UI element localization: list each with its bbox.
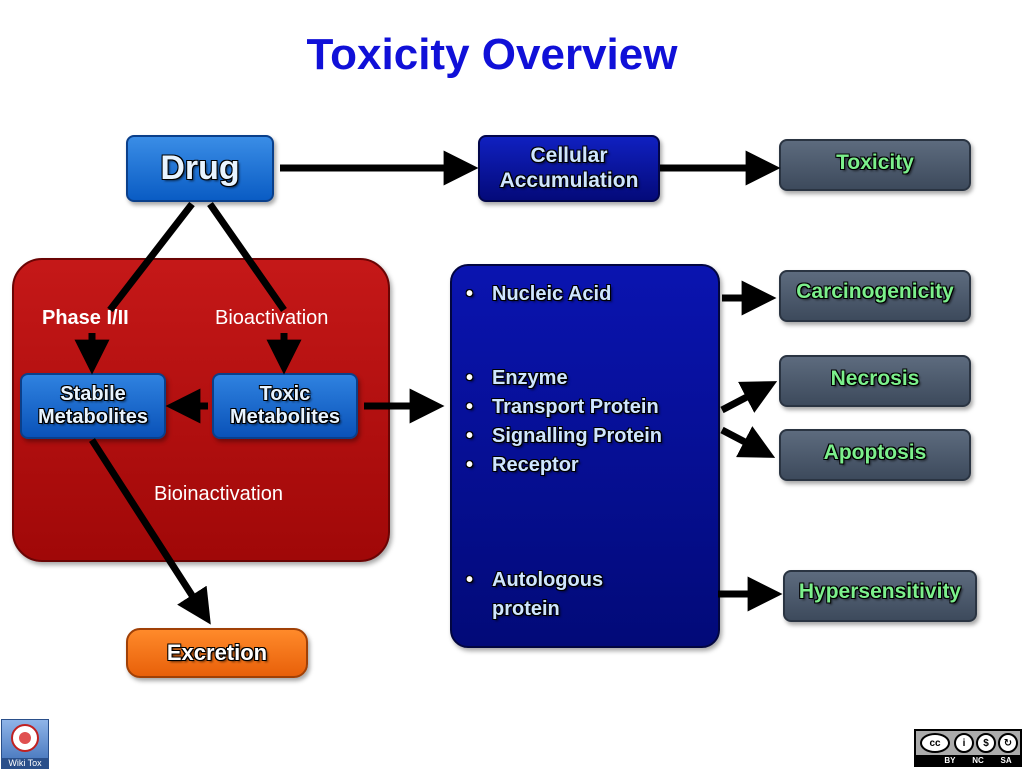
list-item: •Nucleic Acid [466, 283, 612, 305]
phase-label: Phase I/II [42, 307, 129, 329]
cc-by-label: BY [944, 755, 956, 765]
target-transport-protein: Transport Protein [492, 396, 659, 418]
wikitox-label: Wiki Tox [2, 758, 48, 768]
cc-license-badge[interactable]: cc i $ ↻ BY NC SA [914, 729, 1022, 767]
list-item: •Receptor [466, 454, 579, 476]
list-item: •Transport Protein [466, 396, 659, 418]
carcinogenicity-box[interactable]: Carcinogenicity [779, 270, 971, 322]
cc-sa-label: SA [1000, 755, 1012, 765]
bioactivation-label: Bioactivation [215, 307, 329, 329]
noncommercial-icon: $ [976, 733, 996, 753]
stabile-metabolites-box[interactable]: Stabile Metabolites [20, 373, 166, 439]
bioinactivation-label: Bioinactivation [154, 483, 283, 505]
list-item: •Autologous protein [466, 569, 604, 620]
wikitox-emblem-icon [11, 724, 39, 752]
sharealike-icon: ↻ [998, 733, 1018, 753]
cellular-accumulation-box[interactable]: Cellular Accumulation [478, 135, 660, 202]
excretion-box[interactable]: Excretion [126, 628, 308, 678]
list-item: •Signalling Protein [466, 425, 663, 447]
attribution-icon: i [954, 733, 974, 753]
list-item: •Enzyme [466, 367, 568, 389]
target-signalling-protein: Signalling Protein [492, 425, 663, 447]
necrosis-box[interactable]: Necrosis [779, 355, 971, 407]
arrow-to-apoptosis [720, 426, 776, 458]
cc-nc-label: NC [972, 755, 984, 765]
target-nucleic-acid: Nucleic Acid [492, 283, 612, 305]
targets-panel [450, 264, 720, 648]
page-title: Toxicity Overview [306, 30, 678, 79]
line-drug-to-bioactivation [207, 201, 287, 313]
hypersensitivity-box[interactable]: Hypersensitivity [783, 570, 977, 622]
arrow-to-necrosis [720, 381, 778, 414]
cc-icon: cc [920, 733, 950, 753]
toxicity-box[interactable]: Toxicity [779, 139, 971, 191]
drug-box[interactable]: Drug [126, 135, 274, 202]
apoptosis-box[interactable]: Apoptosis [779, 429, 971, 481]
target-enzyme: Enzyme [492, 367, 568, 389]
line-drug-to-phase [107, 201, 195, 313]
wikitox-logo[interactable]: Wiki Tox [1, 719, 49, 769]
target-autologous-protein: Autologous protein [492, 569, 604, 620]
cc-terms: BY NC SA [916, 755, 1020, 765]
target-receptor: Receptor [492, 454, 579, 476]
arrow-stabile-to-excretion [89, 438, 211, 625]
